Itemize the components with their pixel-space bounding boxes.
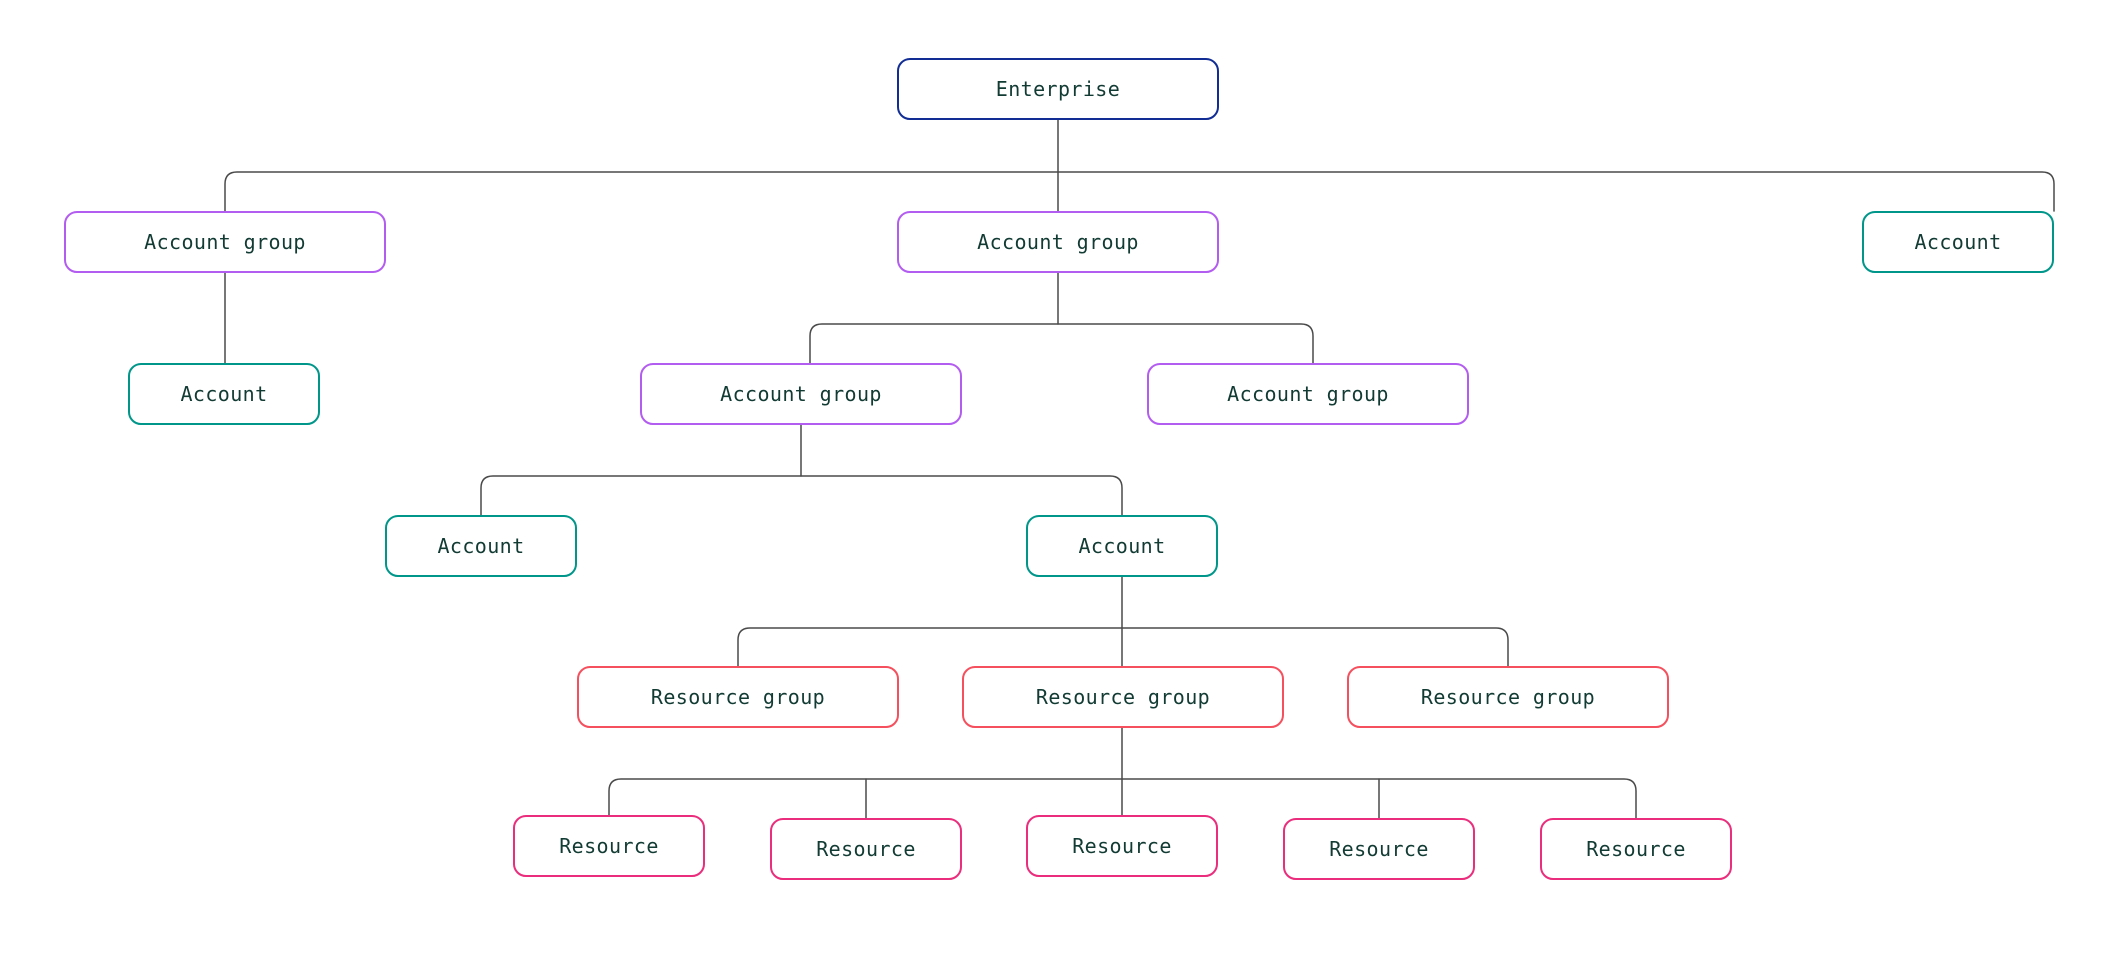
node-label: Resource group (1035, 685, 1211, 709)
node-account-group-left[interactable]: Account group (64, 211, 386, 273)
node-resource-1[interactable]: Resource (513, 815, 705, 877)
node-enterprise[interactable]: Enterprise (897, 58, 1219, 120)
node-label: Account (1914, 230, 2002, 254)
edge-resource-group-bus (608, 778, 1637, 819)
node-resource-3[interactable]: Resource (1026, 815, 1218, 877)
node-label: Resource group (1420, 685, 1596, 709)
node-resource-4[interactable]: Resource (1283, 818, 1475, 880)
node-label: Resource group (650, 685, 826, 709)
node-label: Account group (720, 382, 882, 406)
node-resource-5[interactable]: Resource (1540, 818, 1732, 880)
node-label: Resource (559, 834, 659, 858)
node-resource-group-3[interactable]: Resource group (1347, 666, 1669, 728)
node-label: Account group (977, 230, 1139, 254)
node-label: Resource (1329, 837, 1429, 861)
edge-account-group-center-bus (809, 323, 1314, 364)
node-label: Account group (144, 230, 306, 254)
node-resource-2[interactable]: Resource (770, 818, 962, 880)
node-label: Resource (1586, 837, 1686, 861)
edge-enterprise-bus (224, 171, 2055, 212)
node-label: Account (437, 534, 525, 558)
node-label: Account group (1227, 382, 1389, 406)
node-account-l4-right[interactable]: Account (1026, 515, 1218, 577)
edge-account-group-l3-bus (480, 475, 1123, 516)
node-account-under-left-group[interactable]: Account (128, 363, 320, 425)
node-account-right[interactable]: Account (1862, 211, 2054, 273)
node-account-group-l3-right[interactable]: Account group (1147, 363, 1469, 425)
node-account-group-l3-left[interactable]: Account group (640, 363, 962, 425)
node-label: Enterprise (995, 77, 1121, 101)
node-resource-group-1[interactable]: Resource group (577, 666, 899, 728)
node-resource-group-2[interactable]: Resource group (962, 666, 1284, 728)
node-account-group-center[interactable]: Account group (897, 211, 1219, 273)
node-label: Account (1078, 534, 1166, 558)
edge-account-l4-bus (737, 627, 1509, 667)
node-label: Account (180, 382, 268, 406)
node-label: Resource (816, 837, 916, 861)
node-account-l4-left[interactable]: Account (385, 515, 577, 577)
node-label: Resource (1072, 834, 1172, 858)
